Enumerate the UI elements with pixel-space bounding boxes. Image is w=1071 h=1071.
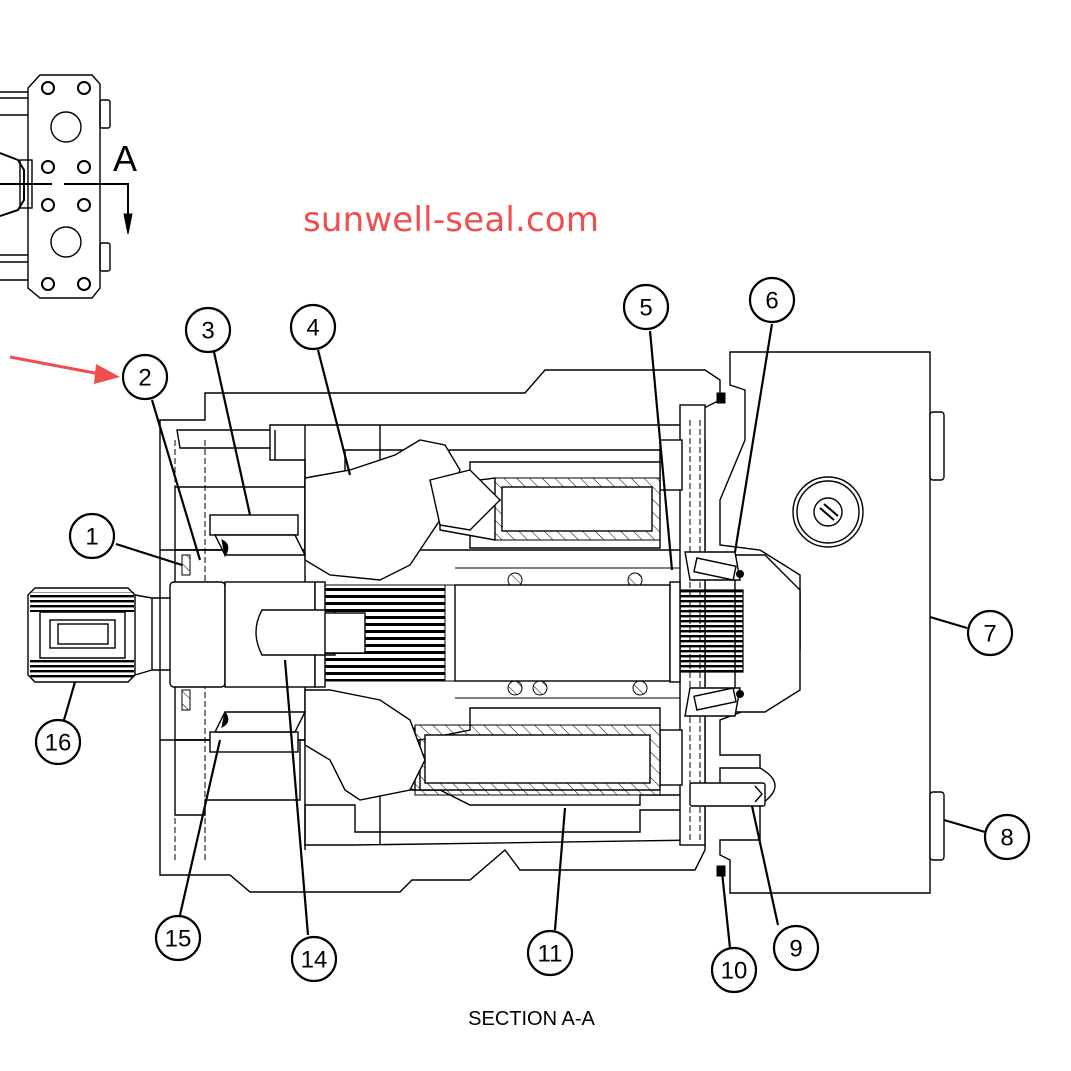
callout-6-number: 6 bbox=[765, 288, 778, 315]
callout-8: 8 bbox=[983, 813, 1031, 861]
callout-7: 7 bbox=[966, 609, 1014, 657]
callout-4: 4 bbox=[289, 303, 337, 351]
callout-9-number: 9 bbox=[789, 936, 802, 963]
section-title-text: SECTION A-A bbox=[468, 1008, 595, 1030]
view-marker-letter: A bbox=[113, 138, 137, 179]
callout-11-number: 11 bbox=[538, 941, 563, 968]
callout-3: 3 bbox=[184, 306, 232, 354]
callout-1: 1 bbox=[68, 512, 116, 560]
callout-5-number: 5 bbox=[639, 295, 652, 322]
pointer-arrow bbox=[9, 355, 120, 384]
view-marker: A bbox=[0, 74, 137, 299]
callout-15-number: 15 bbox=[165, 926, 192, 953]
end-cover bbox=[716, 351, 945, 894]
leader-lines bbox=[62, 323, 986, 949]
callout-7-number: 7 bbox=[983, 621, 996, 648]
callout-11: 11 bbox=[526, 929, 574, 977]
callout-16-number: 16 bbox=[45, 730, 72, 757]
main-shaft bbox=[169, 514, 744, 753]
output-spline bbox=[27, 587, 170, 683]
callout-4-number: 4 bbox=[306, 315, 319, 342]
section-title: SECTION A-A bbox=[0, 1008, 1071, 1031]
callout-16: 16 bbox=[34, 718, 82, 766]
callout-14-number: 14 bbox=[301, 947, 328, 974]
watermark: sunwell-seal.com bbox=[303, 200, 600, 240]
callout-10-number: 10 bbox=[721, 958, 748, 985]
callout-8-number: 8 bbox=[1000, 825, 1013, 852]
callout-2-number: 2 bbox=[138, 365, 151, 392]
callout-6: 6 bbox=[748, 276, 796, 324]
drive-flange bbox=[304, 439, 501, 801]
callout-2: 2 bbox=[121, 353, 169, 401]
callout-15: 15 bbox=[154, 914, 202, 962]
callout-14: 14 bbox=[290, 935, 338, 983]
callout-1-number: 1 bbox=[85, 524, 98, 551]
callout-3-number: 3 bbox=[201, 318, 214, 345]
callout-9: 9 bbox=[772, 924, 820, 972]
callout-5: 5 bbox=[622, 283, 670, 331]
callout-10: 10 bbox=[710, 946, 758, 994]
locating-pin bbox=[689, 782, 766, 807]
